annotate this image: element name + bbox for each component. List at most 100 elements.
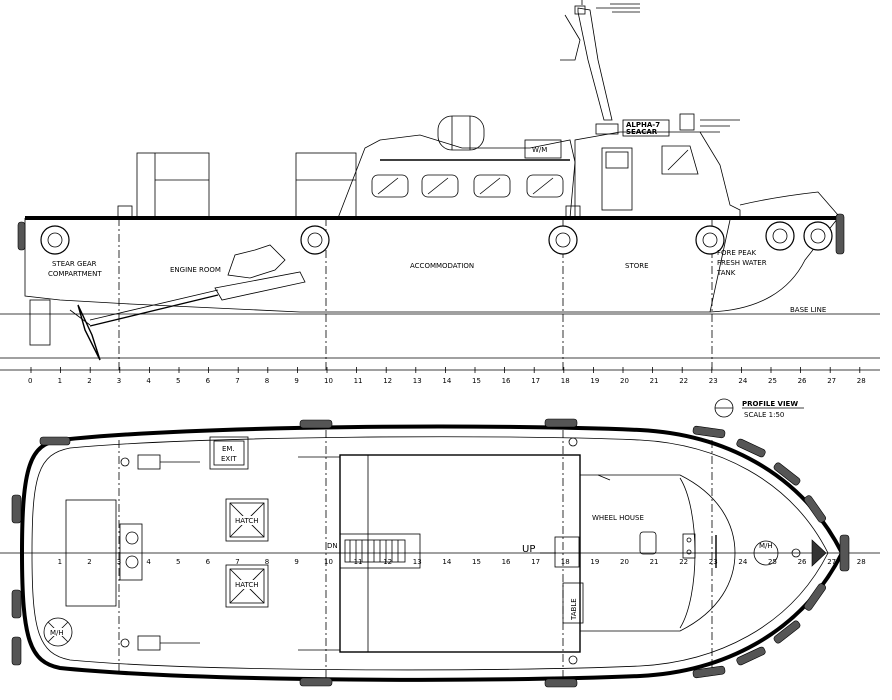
hatch-lower: HATCH: [225, 564, 269, 608]
scale-tick-label: 21: [650, 377, 659, 385]
hatch-lower-label: HATCH: [235, 581, 259, 589]
helm-console: [682, 533, 696, 559]
plan-frame-label: 10: [324, 558, 333, 566]
wm-box: [524, 139, 562, 159]
scale-tick-label: 28: [857, 377, 866, 385]
table-plan: [562, 582, 584, 624]
forepeak-label-3: TANK: [716, 269, 736, 277]
scale-tick-label: 8: [265, 377, 269, 385]
plan-frame-label: 21: [650, 558, 659, 566]
mid-deck-box: [295, 152, 357, 219]
plan-frame-label: 16: [502, 558, 511, 566]
plan-frame-label: 8: [265, 558, 269, 566]
scale-tick-label: 26: [798, 377, 807, 385]
wheel-house-window: [661, 145, 699, 175]
portholes: [371, 174, 564, 198]
stear-gear-label-1: STEAR GEAR: [52, 260, 97, 268]
scale-tick-label: 9: [294, 377, 298, 385]
stear-gear-label-2: COMPARTMENT: [48, 270, 102, 278]
scale-tick-label: 27: [827, 377, 836, 385]
wm-label: W/M: [532, 146, 547, 154]
mast: [577, 7, 613, 121]
propeller: [77, 304, 101, 361]
up-label: UP: [522, 544, 535, 555]
scale-tick-label: 10: [324, 377, 333, 385]
plan-frame-label: 27: [827, 558, 836, 566]
plan-fenders: [11, 418, 850, 688]
em-exit-hatch: [209, 436, 249, 470]
plan-frame-label: 14: [442, 558, 451, 566]
accommodation-label: ACCOMMODATION: [410, 262, 474, 270]
plan-frame-label: 9: [294, 558, 298, 566]
engine: [214, 271, 306, 301]
scale-tick-label: 19: [590, 377, 599, 385]
name-board: [622, 119, 670, 137]
bow-manhole: [753, 540, 779, 566]
scale-tick-label: 14: [442, 377, 451, 385]
plan-frame-label: 7: [235, 558, 239, 566]
plan-frame-label: 17: [531, 558, 540, 566]
bulwark-inner: [31, 436, 829, 671]
scale-tick-label: 18: [561, 377, 570, 385]
scale-tick-label: 17: [531, 377, 540, 385]
plan-frame-label: 23: [709, 558, 718, 566]
scale-tick-label: 6: [206, 377, 211, 385]
wheel-house-profile: [574, 131, 741, 218]
forepeak-label-1: FORE PEAK: [717, 249, 756, 257]
accommodation-house: [337, 134, 576, 219]
wheel-house-plan: [580, 474, 736, 632]
title-text: PROFILE VIEW: [742, 400, 798, 408]
stair: [344, 539, 406, 563]
scale-tick-label: 7: [235, 377, 239, 385]
plan-frame-label: 26: [798, 558, 807, 566]
stair-well: [339, 533, 421, 569]
plan-frame-label: 25: [768, 558, 777, 566]
stair-treads: [349, 540, 399, 562]
vessel-name-2: SEACAR: [626, 128, 658, 136]
scale-tick-label: 3: [117, 377, 121, 385]
aft-manhole: [43, 617, 73, 647]
forepeak-bulkhead: [709, 219, 731, 313]
wheel-house-door: [601, 147, 633, 211]
aft-box-plan: [65, 499, 117, 607]
tiller-box: [119, 523, 143, 581]
scale-tick-label: 4: [146, 377, 151, 385]
scale-tick-label: 5: [176, 377, 180, 385]
scale-tick-label: 12: [383, 377, 392, 385]
plan-frame-label: 20: [620, 558, 629, 566]
plan-frame-label: 28: [857, 558, 866, 566]
scale-tick-label: 20: [620, 377, 629, 385]
plan-frame-label: 2: [87, 558, 91, 566]
wheel-house-label: WHEEL HOUSE: [592, 514, 644, 522]
profile-view: W/M ALPHA-7 SEACAR: [0, 0, 880, 370]
hatch-upper: HATCH: [225, 498, 269, 542]
forepeak-label-2: FRESH WATER: [717, 259, 767, 267]
hatch-upper-label: HATCH: [235, 517, 259, 525]
bow-bulwark: [739, 191, 839, 216]
scale-tick-label: 1: [58, 377, 62, 385]
base-line-label: BASE LINE: [790, 306, 826, 314]
scale-tick-label: 16: [502, 377, 511, 385]
engine-room-label: ENGINE ROOM: [170, 266, 221, 274]
life-raft-canister: [437, 115, 485, 151]
scale-tick-label: 23: [709, 377, 718, 385]
rudder: [29, 299, 51, 346]
plan-frame-label: 3: [117, 558, 121, 566]
plan-frame-label: 6: [206, 558, 211, 566]
bow-stem-plan: [811, 539, 827, 567]
dn-label: DN: [327, 542, 338, 550]
up-stair: [554, 536, 580, 568]
keel-line: [24, 218, 710, 313]
plan-frame-label: 18: [561, 558, 570, 566]
plan-frame-label: 19: [590, 558, 599, 566]
scale-tick-label: 0: [28, 377, 32, 385]
side-fenders: [17, 213, 845, 255]
scale-tick-label: 11: [354, 377, 363, 385]
scale-tick-label: 2: [87, 377, 91, 385]
bow-mh-label: M/H: [759, 542, 773, 550]
title-block: PROFILE VIEW SCALE 1:50: [714, 398, 804, 419]
